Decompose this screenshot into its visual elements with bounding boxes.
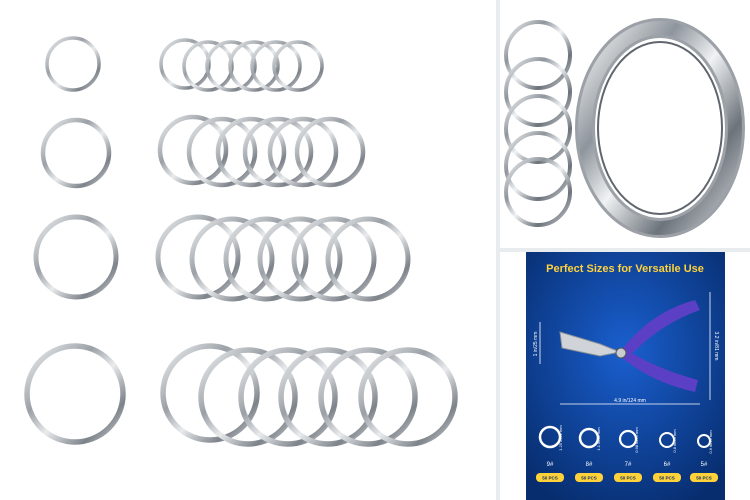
ring-size-label: 8# (586, 462, 593, 468)
stacked-rings (504, 20, 572, 227)
ring-row-small (45, 36, 324, 92)
ring-size-grid-photo (24, 36, 458, 447)
infographic-title: Perfect Sizes for Versatile Use (546, 263, 704, 275)
ring-size-label: 9# (547, 462, 554, 468)
quantity-badge: 50 PCS (659, 476, 675, 481)
quantity-badge: 50 PCS (542, 476, 558, 481)
infographic-background (526, 252, 725, 500)
ring-size-8 (578, 427, 600, 449)
quantity-badge: 50 PCS (696, 476, 712, 481)
pliers-illustration (559, 300, 700, 392)
panel-divider (500, 248, 750, 252)
ring-diameter-label: 0.98 in/25 mm (634, 427, 639, 453)
height-dimension-label: 3.2 in/81 mm (713, 332, 719, 361)
width-dimension-label: 4.9 in/124 mm (614, 398, 646, 404)
ring-size-row (538, 425, 711, 449)
ring-size-9 (538, 425, 562, 449)
ring-row-large (33, 214, 411, 302)
panel-divider (496, 0, 500, 500)
ring-size-5 (697, 434, 711, 448)
ring-diameter-label: 1.1 in/28 mm (596, 427, 601, 451)
quantity-badge: 50 PCS (620, 476, 636, 481)
quantity-badge: 50 PCS (581, 476, 597, 481)
ring-size-label: 5# (701, 462, 708, 468)
ring-size-label: 6# (664, 462, 671, 468)
large-ring-closeup (575, 18, 745, 238)
ring-row-medium (40, 114, 366, 189)
ring-diameter-label: 0.8 in/20 mm (672, 429, 677, 453)
ring-diameter-label: 0.6 in/15 mm (708, 430, 713, 454)
jaw-dimension-label: 1 in/25 mm (533, 332, 539, 357)
ring-diameter-label: 1.25 in/32 mm (558, 425, 563, 451)
ring-size-7 (618, 429, 638, 449)
ring-size-label: 7# (625, 462, 632, 468)
size-infographic: Perfect Sizes for Versatile Use 1 in/25 … (500, 252, 750, 500)
ring-size-6 (659, 432, 675, 448)
ring-closeup-photo (500, 0, 750, 248)
ring-row-xlarge (24, 343, 458, 447)
